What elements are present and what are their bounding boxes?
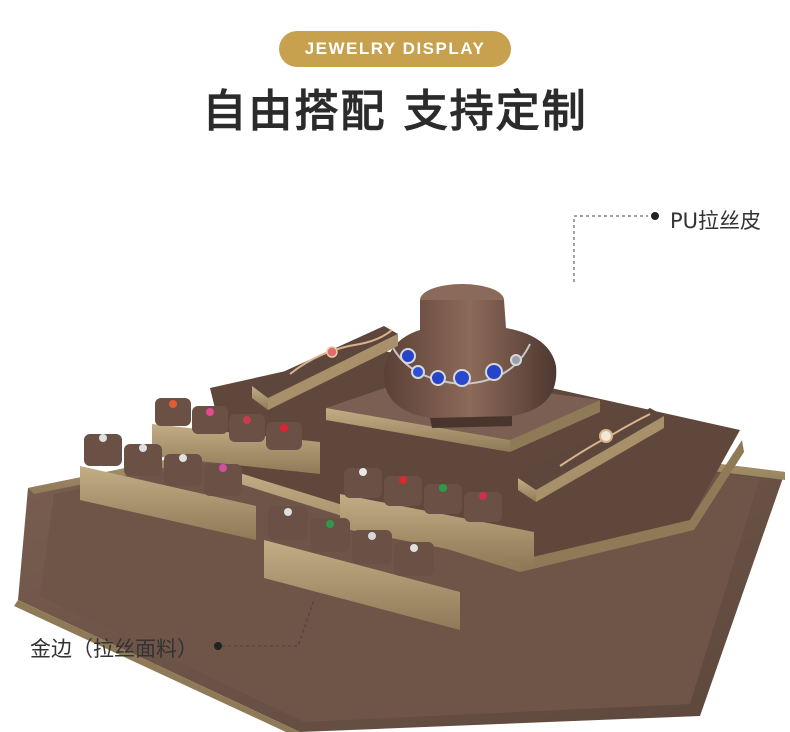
necklace-bust <box>383 284 557 428</box>
callout-line-edge <box>214 599 315 650</box>
callout-label-gold-edge: 金边（拉丝面料） <box>30 637 198 661</box>
section-badge: JEWELRY DISPLAY <box>279 31 511 67</box>
callout-dot-pu <box>651 212 659 220</box>
callout-line-pu <box>573 212 659 282</box>
ring-block-row-middle-right <box>340 468 534 566</box>
callout-dot-edge <box>214 642 222 650</box>
ring-block-row-front-center <box>264 506 460 630</box>
sapphire-gem <box>400 348 416 364</box>
ring-block-row-front-left <box>80 434 256 540</box>
bracelet-bar-left <box>252 326 398 410</box>
page-title: 自由搭配 支持定制 <box>202 86 588 137</box>
ring-block-row-back-left <box>152 398 320 474</box>
bracelet-bar-right <box>518 408 664 502</box>
callout-label-pu-leather: PU拉丝皮 <box>670 209 762 233</box>
